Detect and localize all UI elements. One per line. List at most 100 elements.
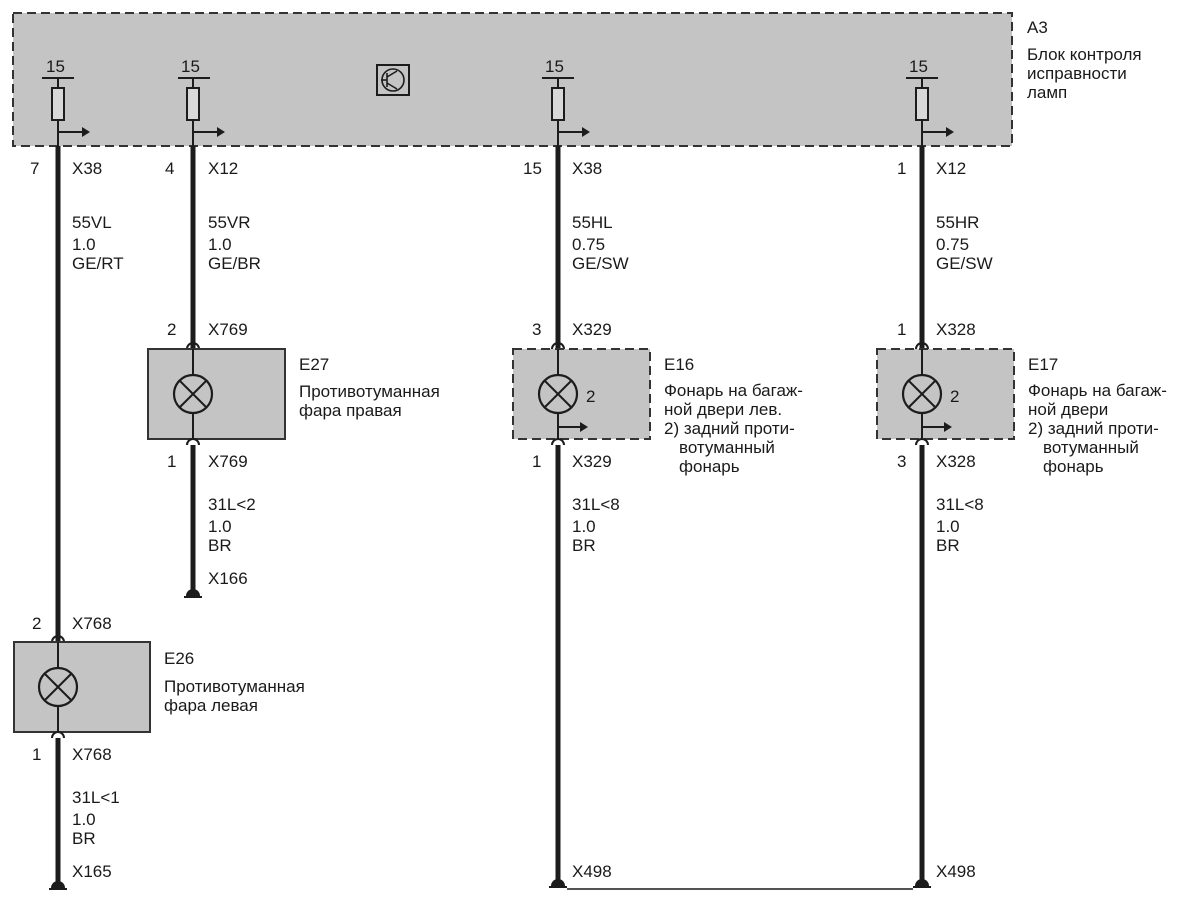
wire-out-id-hl: 31L<8 <box>572 495 620 514</box>
ground-x498-left: X498 <box>572 862 612 881</box>
connector-out-vr-icon <box>186 438 200 446</box>
component-e27-box <box>147 348 286 440</box>
wire-out-color-hl: BR <box>572 536 596 555</box>
pin-in-hr: 1 <box>897 320 906 339</box>
ground-icon-x166 <box>184 589 202 598</box>
terminal-15-c: 15 <box>542 57 590 146</box>
component-e26-id: E26 <box>164 649 194 668</box>
component-e27-desc-1: Противотуманная <box>299 382 440 401</box>
component-e17-id: E17 <box>1028 355 1058 374</box>
connector-top-hl: X38 <box>572 159 602 178</box>
lamp-icon-e17 <box>901 373 943 415</box>
module-a3-name-line-1: Блок контроля <box>1027 45 1142 64</box>
wire-out-id-vl: 31L<1 <box>72 788 120 807</box>
lamp-mark-e16: 2 <box>586 387 595 406</box>
wire-id-vl: 55VL <box>72 213 112 232</box>
switch-arrow-icon <box>944 422 952 432</box>
pin-out-vl: 1 <box>32 745 41 764</box>
wire-color-hl: GE/SW <box>572 254 629 273</box>
connector-out-vl-icon <box>51 731 65 739</box>
connector-out-hl: X329 <box>572 452 612 471</box>
ground-x165: X165 <box>72 862 112 881</box>
connector-in-hr-icon <box>915 342 929 350</box>
component-e26-desc-1: Противотуманная <box>164 677 305 696</box>
switch-arrow-icon <box>580 422 588 432</box>
component-e26-box <box>13 641 151 733</box>
wire-id-hl: 55HL <box>572 213 613 232</box>
component-e27-id: E27 <box>299 355 329 374</box>
wire-color-vl: GE/RT <box>72 254 124 273</box>
connector-out-hl-icon <box>551 438 565 446</box>
wire-out-gauge-hl: 1.0 <box>572 517 596 536</box>
wire-gauge-hl: 0.75 <box>572 235 605 254</box>
lamp-icon-e26 <box>37 666 79 708</box>
connector-in-hl: X329 <box>572 320 612 339</box>
connector-in-vr-icon <box>186 342 200 350</box>
pin-top-vl: 7 <box>30 159 39 178</box>
pin-top-hl: 15 <box>523 159 542 178</box>
connector-top-vl: X38 <box>72 159 102 178</box>
connector-out-vl: X768 <box>72 745 112 764</box>
module-a3: A3 Блок контроля исправности ламп 15 15 <box>12 12 1142 147</box>
circuit-55hl: 15 X38 55HL 0.75 GE/SW 3 X329 2 E16 Фона… <box>512 146 803 888</box>
ground-x498-right: X498 <box>936 862 976 881</box>
module-a3-box <box>12 12 1013 147</box>
pin-in-vr: 2 <box>167 320 176 339</box>
svg-text:15: 15 <box>545 57 564 76</box>
connector-top-hr: X12 <box>936 159 966 178</box>
svg-text:15: 15 <box>46 57 65 76</box>
terminal-15-a: 15 <box>42 57 90 146</box>
connector-out-hr-icon <box>915 438 929 446</box>
ground-icon-x498-right <box>913 879 931 888</box>
wire-out-gauge-vr: 1.0 <box>208 517 232 536</box>
wire-out-gauge-vl: 1.0 <box>72 810 96 829</box>
connector-in-hr: X328 <box>936 320 976 339</box>
connector-top-vr: X12 <box>208 159 238 178</box>
component-e16-desc-4: вотуманный <box>679 438 775 457</box>
transistor-icon <box>376 64 410 96</box>
circuit-55hr: 1 X12 55HR 0.75 GE/SW 1 X328 2 E17 Фонар… <box>876 146 1167 888</box>
module-a3-name-line-3: ламп <box>1027 83 1067 102</box>
wire-gauge-hr: 0.75 <box>936 235 969 254</box>
ground-icon-x165 <box>49 881 67 890</box>
pin-out-hr: 3 <box>897 452 906 471</box>
component-e16-desc-5: фонарь <box>679 457 740 476</box>
wire-out-color-vl: BR <box>72 829 96 848</box>
component-e17-desc-5: фонарь <box>1043 457 1104 476</box>
pin-in-vl: 2 <box>32 614 41 633</box>
pin-top-hr: 1 <box>897 159 906 178</box>
lamp-icon-e16 <box>537 373 579 415</box>
component-e17-desc-2: ной двери <box>1028 400 1108 419</box>
pin-out-hl: 1 <box>532 452 541 471</box>
terminal-15-d: 15 <box>906 57 954 146</box>
terminal-15-b: 15 <box>178 57 225 146</box>
module-a3-name-line-2: исправности <box>1027 64 1127 83</box>
circuit-55vr: 4 X12 55VR 1.0 GE/BR 2 X769 E27 Противот… <box>147 146 440 598</box>
lamp-mark-e17: 2 <box>950 387 959 406</box>
wire-out-id-vr: 31L<2 <box>208 495 256 514</box>
svg-text:15: 15 <box>181 57 200 76</box>
connector-in-vr: X769 <box>208 320 248 339</box>
connector-out-hr: X328 <box>936 452 976 471</box>
wire-color-hr: GE/SW <box>936 254 993 273</box>
component-e17-desc-3: 2) задний проти- <box>1028 419 1159 438</box>
ground-icon-x498-left <box>549 879 567 888</box>
wire-out-id-hr: 31L<8 <box>936 495 984 514</box>
connector-in-vl-icon <box>51 635 65 643</box>
component-e17-desc-4: вотуманный <box>1043 438 1139 457</box>
pin-out-vr: 1 <box>167 452 176 471</box>
wire-out-color-vr: BR <box>208 536 232 555</box>
connector-in-hl-icon <box>551 342 565 350</box>
wire-gauge-vl: 1.0 <box>72 235 96 254</box>
component-e16-desc-2: ной двери лев. <box>664 400 782 419</box>
connector-out-vr: X769 <box>208 452 248 471</box>
wire-gauge-vr: 1.0 <box>208 235 232 254</box>
component-e26-desc-2: фара левая <box>164 696 258 715</box>
connector-in-vl: X768 <box>72 614 112 633</box>
wire-color-vr: GE/BR <box>208 254 261 273</box>
wire-out-gauge-hr: 1.0 <box>936 517 960 536</box>
module-a3-id: A3 <box>1027 18 1048 37</box>
lamp-icon-e27 <box>172 373 214 415</box>
component-e17-desc-1: Фонарь на багаж- <box>1028 381 1167 400</box>
